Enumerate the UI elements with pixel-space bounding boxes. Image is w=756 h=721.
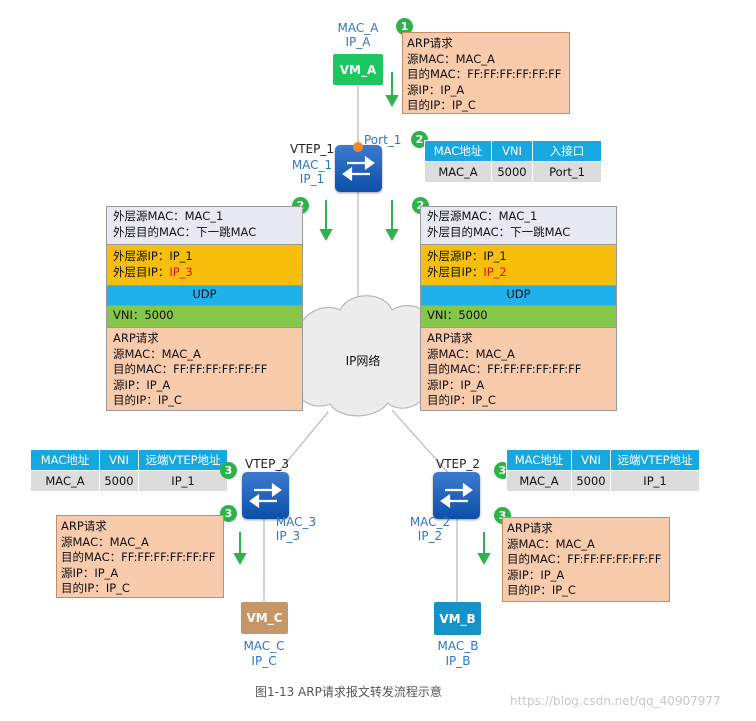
arp-request-box-left: ARP请求 源MAC：MAC_A 目的MAC：FF:FF:FF:FF:FF:FF… <box>56 515 224 598</box>
step-badge-3-arp-left: 3 <box>220 505 237 522</box>
ip-network-label: IP网络 <box>345 354 381 368</box>
vtep3-name: VTEP_3 <box>245 457 289 471</box>
figure-caption: 图1-13 ARP请求报文转发流程示意 <box>255 685 442 699</box>
switch-icon <box>249 482 282 509</box>
vtep1-port: Port_1 <box>364 133 402 147</box>
flow-arrows <box>233 72 491 566</box>
vxlan-packet-right: 外层源MAC：MAC_1 外层目的MAC：下一跳MAC 外层源IP：IP_1 外… <box>420 206 617 411</box>
arp-request-box-top: ARP请求 源MAC：MAC_A 目的MAC：FF:FF:FF:FF:FF:FF… <box>402 32 570 114</box>
vtep1-name: VTEP_1 <box>290 142 334 156</box>
vtep2-ip: IP_2 <box>417 529 443 543</box>
vtep3-mac: MAC_3 <box>275 515 317 529</box>
arp-request-box-right: ARP请求 源MAC：MAC_A 目的MAC：FF:FF:FF:FF:FF:FF… <box>502 517 670 602</box>
step-badge-1: 1 <box>396 18 413 35</box>
watermark-url: https://blog.csdn.net/qq_40907977 <box>510 694 721 708</box>
vtep2-mac: MAC_2 <box>409 515 451 529</box>
vm-a-node[interactable]: VM_A <box>333 54 383 85</box>
vm-c-ip: IP_C <box>251 654 277 668</box>
vtep2-name: VTEP_2 <box>436 457 480 471</box>
vtep1-switch[interactable] <box>335 145 382 192</box>
vm-c-mac: MAC_C <box>243 639 285 653</box>
vxlan-packet-left: 外层源MAC：MAC_1 外层目的MAC：下一跳MAC 外层源IP：IP_1 外… <box>106 206 303 411</box>
link-cloud-vtep3 <box>275 411 329 476</box>
vm-b-ip: IP_B <box>445 654 471 668</box>
switch-icon <box>440 482 473 509</box>
link-cloud-vtep2 <box>391 409 451 476</box>
vm-c-node[interactable]: VM_C <box>241 602 288 634</box>
switch-icon <box>342 155 375 182</box>
vm-b-node[interactable]: VM_B <box>434 602 481 635</box>
vtep3-ip: IP_3 <box>275 529 301 543</box>
step-badge-2-table: 2 <box>411 131 428 148</box>
vtep3-switch[interactable] <box>242 472 289 519</box>
vm-a-ip: IP_A <box>345 35 371 49</box>
vtep1-mac: MAC_1 <box>291 158 333 172</box>
vm-a-mac: MAC_A <box>337 21 379 35</box>
port1-dot <box>353 142 363 152</box>
vtep2-switch[interactable] <box>433 472 480 519</box>
step-badge-3-table-left: 3 <box>220 462 237 479</box>
vm-b-mac: MAC_B <box>437 639 479 653</box>
vtep1-ip: IP_1 <box>299 172 325 186</box>
